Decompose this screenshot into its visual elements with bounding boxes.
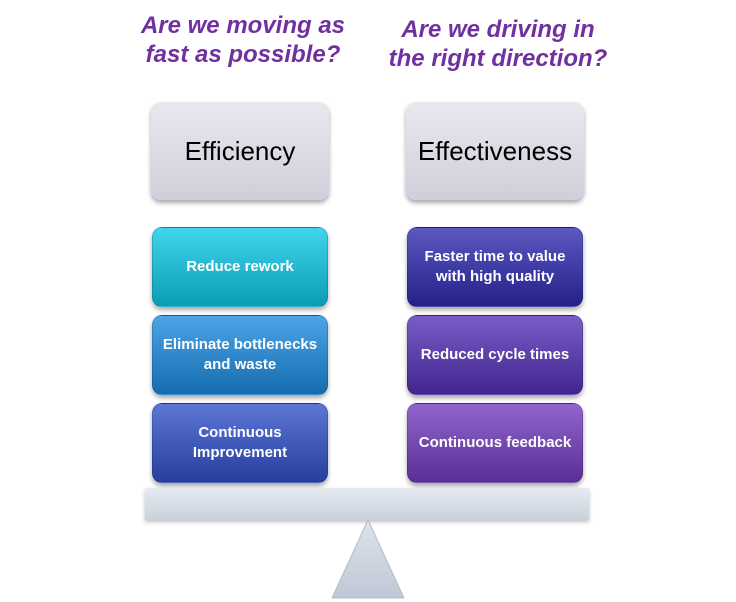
efficiency-label: Efficiency	[184, 135, 296, 166]
reduce-rework-block: Reduce rework	[152, 227, 328, 307]
efficiency-box: Efficiency	[151, 102, 329, 200]
balance-beam	[145, 488, 589, 520]
eliminate-bottlenecks-block: Eliminate bottlenecks and waste	[152, 315, 328, 395]
effectiveness-box: Effectiveness	[406, 102, 584, 200]
right-question: Are we driving in the right direction?	[388, 16, 608, 72]
effectiveness-label: Effectiveness	[417, 135, 573, 166]
left-question: Are we moving as fast as possible?	[140, 12, 346, 68]
fulcrum-triangle	[331, 520, 405, 599]
continuous-improvement-block: Continuous Improvement	[152, 403, 328, 483]
reduced-cycle-times-block: Reduced cycle times	[407, 315, 583, 395]
faster-time-to-value-block: Faster time to value with high quality	[407, 227, 583, 307]
continuous-feedback-block: Continuous feedback	[407, 403, 583, 483]
